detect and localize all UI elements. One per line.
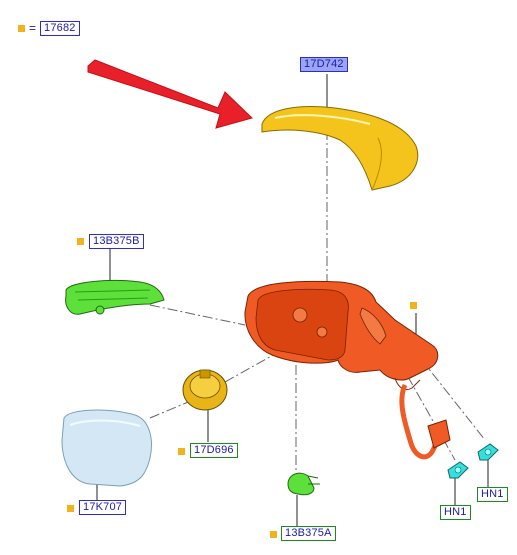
legend-part-label[interactable]: 17682 xyxy=(40,21,80,36)
glass-marker-icon xyxy=(67,505,74,512)
callout-cover[interactable]: 17D742 xyxy=(300,57,348,72)
puddle-lamp-part[interactable] xyxy=(287,472,320,496)
callout-actuator[interactable]: 17D696 xyxy=(190,443,238,458)
red-arrow-icon xyxy=(87,59,253,129)
actuator-motor-part[interactable] xyxy=(182,369,228,411)
puddle-marker-icon xyxy=(270,531,277,538)
legend-equals: = xyxy=(29,21,37,35)
clip-right-part[interactable] xyxy=(477,443,499,461)
turn-signal-lamp-part[interactable] xyxy=(65,279,165,315)
mirror-housing-part[interactable] xyxy=(244,280,451,460)
leader-lines xyxy=(96,74,489,526)
legend-marker-icon xyxy=(18,25,25,32)
mirror-cover-part[interactable] xyxy=(261,106,419,191)
callout-glass[interactable]: 17K707 xyxy=(79,500,127,515)
clip-left-part[interactable] xyxy=(447,461,469,479)
lamp-marker-icon xyxy=(77,238,84,245)
callout-clip-left[interactable]: HN1 xyxy=(440,505,471,520)
callout-puddle[interactable]: 13B375A xyxy=(281,526,336,541)
callout-clip-right[interactable]: HN1 xyxy=(477,487,508,502)
mirror-glass-part[interactable] xyxy=(61,409,152,487)
callout-lamp[interactable]: 13B375B xyxy=(89,234,144,249)
housing-marker-icon xyxy=(410,302,417,309)
actuator-marker-icon xyxy=(178,448,185,455)
